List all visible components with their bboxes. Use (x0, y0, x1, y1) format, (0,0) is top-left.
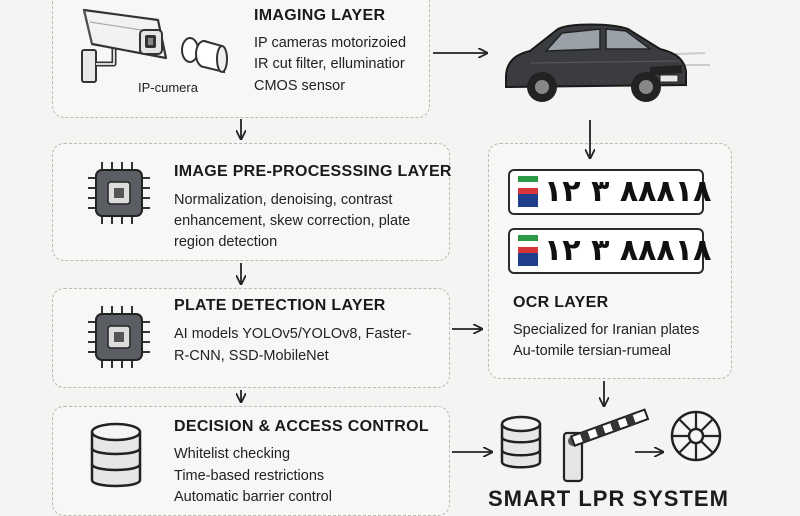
preprocessing-layer-title: IMAGE PRE-PROCESSSING LAYER (174, 163, 452, 180)
decision-layer-title: DECISION & ACCESS CONTROL (174, 418, 429, 435)
imaging-line-2: IR cut filter, elluminatior (254, 56, 405, 72)
imaging-line-3: CMOS sensor (254, 78, 346, 94)
imaging-layer-title: IMAGING LAYER (254, 7, 386, 24)
cctv-camera-icon (81, 8, 168, 83)
decision-line-2: Time-based restrictions (174, 468, 325, 484)
ocr-line-2: Au-tomile tersian-rumeal (513, 343, 671, 359)
license-plate-1: ۱۲ ۳ ۸۸۸۱۸ (508, 169, 709, 215)
iran-flag-icon (518, 235, 538, 266)
car-icon (505, 23, 710, 102)
processor-chip-icon (88, 162, 150, 224)
processor-chip-icon (88, 306, 150, 368)
plate-detection-line-2: R-CNN, SSD-MobileNet (174, 348, 329, 364)
preprocessing-line-3: region detection (174, 234, 278, 250)
license-plate-2: ۱۲ ۳ ۸۸۸۱۸ (508, 228, 709, 274)
iran-flag-icon (518, 176, 538, 207)
decision-line-1: Whitelist checking (174, 446, 291, 462)
flow-arrows (0, 0, 800, 500)
preprocessing-line-2: enhancement, skew correction, plate (174, 213, 411, 229)
plate-number-2: ۱۲ ۳ ۸۸۸۱۸ (544, 233, 712, 268)
preprocessing-line-1: Normalization, denoising, contrast (174, 192, 393, 208)
ir-lens-icon (181, 37, 228, 74)
plate-detection-layer-title: PLATE DETECTION LAYER (174, 297, 386, 314)
database-icon (500, 415, 542, 469)
imaging-line-1: IP cameras motorizoied (254, 35, 407, 51)
camera-label: IP-cumera (138, 80, 198, 95)
plate-detection-line-1: AI models YOLOv5/YOLOv8, Faster- (174, 326, 412, 342)
database-icon (90, 422, 142, 488)
barrier-gate-icon (562, 408, 650, 483)
network-hub-icon (670, 410, 722, 462)
ocr-line-1: Specialized for Iranian plates (513, 322, 700, 338)
ocr-layer-title: OCR LAYER (513, 294, 609, 311)
plate-number-1: ۱۲ ۳ ۸۸۸۱۸ (544, 174, 712, 209)
